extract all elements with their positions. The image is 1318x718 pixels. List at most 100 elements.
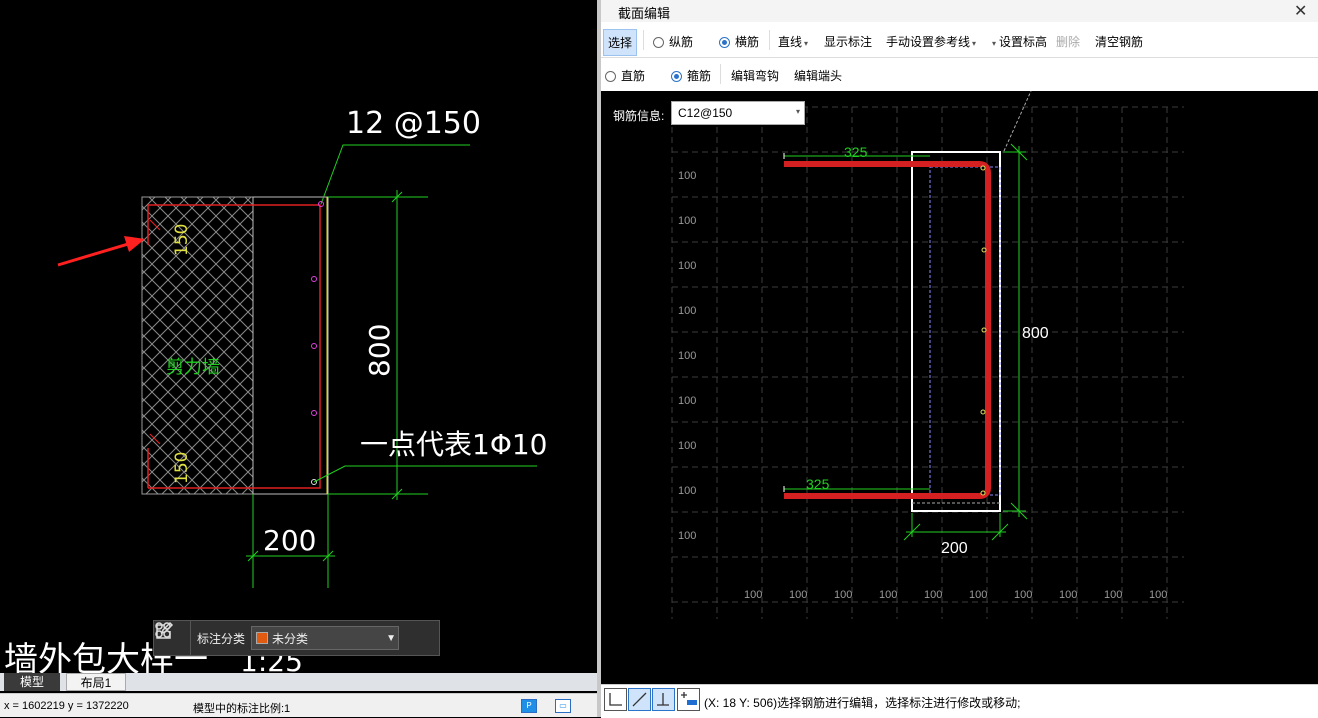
chevron-down-icon: ▾ bbox=[972, 39, 977, 48]
rebar-info-label: 钢筋信息: bbox=[613, 109, 665, 123]
grid-label-row: 100 bbox=[678, 530, 696, 542]
annotation-category-select[interactable]: 未分类 ▼ bbox=[251, 626, 400, 650]
dialog-status-bar: (X: 18 Y: 506)选择钢筋进行编辑，选择标注进行修改或移动; bbox=[601, 684, 1318, 718]
line-dropdown[interactable]: 直线▾ bbox=[778, 33, 808, 50]
edit-hook-button[interactable]: 编辑弯钩 bbox=[731, 69, 780, 83]
section-edit-dialog: 截面编辑 ✕ 选择 纵筋 横筋 直线▾ 显示标注 手动设置参考线▾ ▾设置标高 … bbox=[601, 0, 1318, 718]
longitudinal-radio[interactable]: 纵筋 bbox=[653, 33, 693, 50]
grid-label-row: 100 bbox=[678, 215, 696, 227]
shear-wall-hatch bbox=[141, 196, 254, 495]
transverse-label: 横筋 bbox=[735, 35, 760, 49]
toolbar-secondary: 直筋 箍筋 编辑弯钩 编辑端头 bbox=[601, 58, 1318, 90]
layout-tabs: 模型 布局1 bbox=[0, 673, 597, 691]
rebar-info-value: C12@150 bbox=[678, 106, 733, 120]
snap-toggle-icon[interactable]: P bbox=[521, 699, 537, 713]
toolbar-separator bbox=[720, 64, 721, 84]
section-drawing: 100 100 100 100 100 100 100 100 100 100 100 100 100 1… bbox=[671, 91, 1184, 619]
annotation-scale: 模型中的标注比例:1 bbox=[193, 703, 291, 715]
cursor-coordinates: x = 1602219 y = 1372220 bbox=[4, 700, 129, 712]
red-arrow-icon bbox=[57, 236, 145, 267]
annotation-category-value: 未分类 bbox=[272, 631, 309, 646]
grid-label-row: 100 bbox=[678, 305, 696, 317]
chevron-down-icon: ▾ bbox=[804, 39, 809, 48]
dialog-title: 截面编辑 bbox=[618, 6, 671, 21]
grid-label-col: 100 bbox=[789, 589, 807, 601]
leader-dashed bbox=[1003, 91, 1032, 152]
straight-radio[interactable]: 直筋 bbox=[605, 67, 645, 84]
section-outline bbox=[911, 151, 1001, 512]
annotation-category-label: 标注分类 bbox=[197, 631, 246, 646]
grid-label-row: 100 bbox=[678, 350, 696, 362]
status-bar: x = 1602219 y = 1372220 模型中的标注比例:1 P ▭ bbox=[0, 693, 597, 717]
longitudinal-label: 纵筋 bbox=[669, 35, 694, 49]
section-canvas[interactable]: 100 100 100 100 100 100 100 100 100 100 100 100 100 1… bbox=[601, 91, 1318, 684]
grid-label-row: 100 bbox=[678, 260, 696, 272]
diagonal-line-icon[interactable] bbox=[628, 688, 651, 711]
radio-icon bbox=[605, 71, 616, 82]
stirrup-radio[interactable]: 箍筋 bbox=[671, 67, 711, 84]
dim-200-text: 200 bbox=[941, 540, 968, 557]
grid-label-row: 100 bbox=[678, 170, 696, 182]
grid-label-col: 100 bbox=[1014, 589, 1032, 601]
chevron-down-icon: ▾ bbox=[795, 107, 800, 116]
grid-label-col: 100 bbox=[1059, 589, 1077, 601]
layout-toggle-icon[interactable]: ▭ bbox=[555, 699, 571, 713]
select-button[interactable]: 选择 bbox=[603, 29, 638, 56]
leader-bottom bbox=[313, 465, 537, 483]
set-elevation-label: 设置标高 bbox=[999, 35, 1048, 49]
wall-label: 剪力墙 bbox=[166, 357, 220, 378]
manual-reference-dropdown[interactable]: 手动设置参考线▾ bbox=[886, 33, 976, 50]
toolbar-separator bbox=[769, 30, 770, 50]
grid-label-col: 100 bbox=[969, 589, 987, 601]
transverse-radio[interactable]: 横筋 bbox=[719, 33, 759, 50]
grid-label-col: 100 bbox=[744, 589, 762, 601]
orthogonal-corner-icon[interactable] bbox=[604, 688, 627, 711]
close-icon[interactable]: ✕ bbox=[1294, 3, 1308, 20]
toolbar-primary: 选择 纵筋 横筋 直线▾ 显示标注 手动设置参考线▾ ▾设置标高 删除 清空钢筋 bbox=[601, 24, 1318, 58]
wrap-outline bbox=[252, 196, 329, 495]
cad-model-space[interactable]: 12 @150 800 200 150 150 剪力墙 一点代表1Φ10 墙外包… bbox=[0, 0, 597, 717]
note-text: 一点代表1Φ10 bbox=[360, 428, 547, 461]
delete-button[interactable]: 删除 bbox=[1056, 35, 1081, 49]
cad-drawing: 12 @150 800 200 150 150 剪力墙 一点代表1Φ10 墙外包… bbox=[4, 106, 547, 680]
rebar-points bbox=[980, 165, 987, 496]
grid-label-row: 100 bbox=[678, 440, 696, 452]
rebar-dots bbox=[311, 201, 324, 485]
grid-label-row: 100 bbox=[678, 485, 696, 497]
category-color-swatch bbox=[256, 632, 269, 644]
tab-layout1[interactable]: 布局1 bbox=[66, 673, 126, 691]
grid-label-col: 100 bbox=[1149, 589, 1167, 601]
rebar-spec-text: 12 @150 bbox=[346, 106, 481, 141]
leader-top bbox=[320, 144, 470, 205]
manual-reference-label: 手动设置参考线 bbox=[886, 35, 971, 49]
dim-200-text: 200 bbox=[263, 524, 316, 557]
toolbar-separator bbox=[643, 30, 644, 50]
dialog-titlebar[interactable]: 截面编辑 ✕ bbox=[601, 0, 1318, 22]
pane-divider[interactable] bbox=[597, 0, 601, 717]
radio-icon bbox=[653, 37, 664, 48]
rebar-outline bbox=[148, 204, 321, 489]
dim-325-bottom: 325 bbox=[806, 476, 830, 492]
rebar-info-select[interactable]: C12@150 ▾ bbox=[671, 101, 805, 125]
chevron-down-icon: ▾ bbox=[992, 39, 997, 48]
tab-model[interactable]: 模型 bbox=[4, 673, 60, 691]
grid-labels: 100 100 100 100 100 100 100 100 100 100 100 100 100 1… bbox=[678, 170, 1167, 601]
radio-selected-icon bbox=[719, 37, 730, 48]
radio-selected-icon bbox=[671, 71, 682, 82]
add-dimension-icon[interactable] bbox=[677, 688, 700, 711]
set-elevation-button[interactable]: ▾设置标高 bbox=[992, 33, 1047, 50]
status-hint: (X: 18 Y: 506)选择钢筋进行编辑，选择标注进行修改或移动; bbox=[704, 696, 1021, 710]
grid-label-col: 100 bbox=[834, 589, 852, 601]
show-annotation-button[interactable]: 显示标注 bbox=[824, 35, 873, 49]
clear-rebar-button[interactable]: 清空钢筋 bbox=[1095, 35, 1144, 49]
dim-800-text: 800 bbox=[1022, 325, 1049, 342]
dim-200-lines bbox=[903, 513, 1009, 541]
stirrup-label: 箍筋 bbox=[687, 69, 712, 83]
line-label: 直线 bbox=[778, 35, 803, 49]
straight-label: 直筋 bbox=[621, 69, 646, 83]
dim-horizontal-lines bbox=[246, 494, 335, 588]
dim-150-bottom: 150 bbox=[172, 452, 192, 484]
annotation-category-bar: 标注分类 未分类 ▼ bbox=[153, 620, 440, 656]
edit-end-button[interactable]: 编辑端头 bbox=[794, 69, 843, 83]
perpendicular-icon[interactable] bbox=[652, 688, 675, 711]
